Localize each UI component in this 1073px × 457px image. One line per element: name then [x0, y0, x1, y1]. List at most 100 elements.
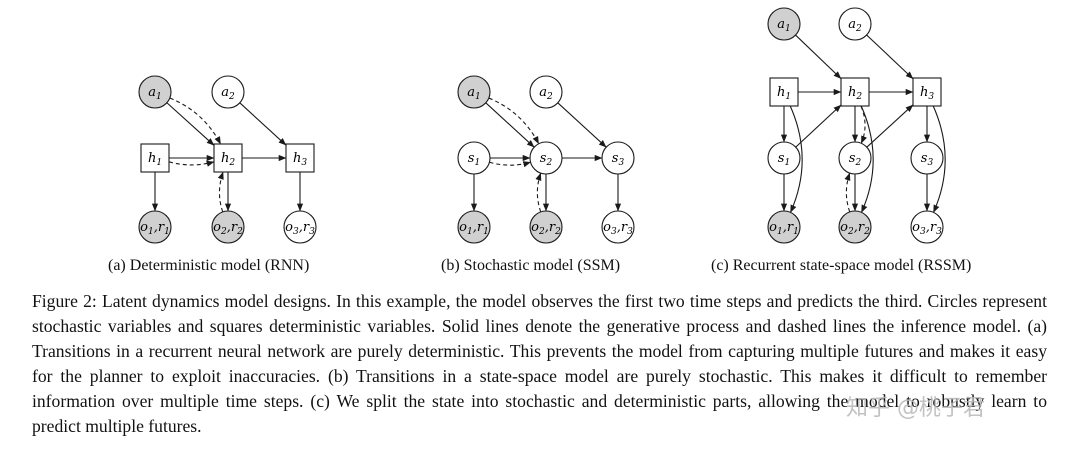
circle-node-shape — [138, 210, 172, 244]
node-label: a2 — [848, 17, 862, 34]
node-label: o3,r3 — [603, 220, 633, 237]
node-label: s2 — [849, 151, 862, 168]
square-node-shape — [140, 143, 170, 173]
node-a-a1: a1 — [138, 75, 172, 109]
edge-a1-h2 — [795, 34, 842, 79]
node-label: s3 — [921, 151, 934, 168]
node-c-s1: s1 — [767, 141, 801, 175]
edge-h2-o2 — [860, 105, 874, 213]
node-b-o1: o1,r1 — [457, 210, 491, 244]
node-b-s3: s3 — [601, 141, 635, 175]
node-a-h2: h2 — [213, 143, 243, 173]
node-label: o1,r1 — [459, 220, 489, 237]
node-c-h1: h1 — [769, 77, 799, 107]
circle-node-shape — [767, 210, 801, 244]
square-node-shape — [912, 77, 942, 107]
edge-s2-h3 — [866, 104, 914, 148]
node-b-o2: o2,r2 — [529, 210, 563, 244]
node-label: s1 — [778, 151, 790, 168]
node-a-o1: o1,r1 — [138, 210, 172, 244]
node-label: a2 — [221, 85, 235, 102]
circle-node-shape — [767, 141, 801, 175]
circle-node-shape — [529, 141, 563, 175]
square-node-shape — [285, 143, 315, 173]
node-label: o3,r3 — [912, 220, 942, 237]
edge-a1-s2-inference — [488, 97, 540, 145]
edge-a1-h2-inference — [169, 97, 222, 145]
edge-a2-h3 — [866, 34, 914, 80]
panel-b-caption: (b) Stochastic model (SSM) — [441, 257, 621, 274]
node-a-o3: o3,r3 — [283, 210, 317, 244]
node-label: a2 — [539, 85, 553, 102]
node-b-s1: s1 — [457, 141, 491, 175]
edge-s1-s2-inference — [489, 161, 531, 168]
node-label: h2 — [221, 151, 235, 168]
node-c-s3: s3 — [910, 141, 944, 175]
node-c-o2: o2,r2 — [838, 210, 872, 244]
panel-a-caption: (a) Deterministic model (RNN) — [108, 257, 310, 274]
figure-diagram: a1 a2 h1 h2 h3 o1,r1 o2,r2 o3,r3 a1 a2 s1 s2 s3 o1,r1… — [138, 7, 946, 244]
diagram-nodes: a1 a2 h1 h2 h3 o1,r1 o2,r2 o3,r3 a1 a2 s1 s2 s3 o1,r1… — [138, 7, 944, 244]
circle-node-shape — [138, 75, 172, 109]
diagram-edges — [151, 34, 946, 213]
circle-node-shape — [529, 75, 563, 109]
node-a-h1: h1 — [140, 143, 170, 173]
node-b-o3: o3,r3 — [601, 210, 635, 244]
node-c-s2: s2 — [838, 141, 872, 175]
circle-node-shape — [457, 141, 491, 175]
node-label: o1,r1 — [140, 220, 170, 237]
figure-caption: Figure 2: Latent dynamics model designs.… — [32, 291, 1047, 436]
node-label: o2,r2 — [213, 220, 243, 237]
node-label: h3 — [293, 151, 307, 168]
circle-node-shape — [910, 210, 944, 244]
circle-node-shape — [211, 210, 245, 244]
node-a-o2: o2,r2 — [211, 210, 245, 244]
node-label: h2 — [848, 85, 862, 102]
panel-c-caption: (c) Recurrent state-space model (RSSM) — [711, 257, 972, 274]
node-c-a1: a1 — [767, 7, 801, 41]
node-c-h3: h3 — [912, 77, 942, 107]
edge-a2-h3 — [239, 102, 287, 146]
circle-node-shape — [283, 210, 317, 244]
edge-h3-o3 — [932, 105, 946, 213]
edge-o2-s2-inference — [535, 172, 542, 213]
circle-node-shape — [767, 7, 801, 41]
node-label: a1 — [777, 17, 791, 34]
circle-node-shape — [211, 75, 245, 109]
circle-node-shape — [910, 141, 944, 175]
node-c-a2: a2 — [838, 7, 872, 41]
node-label: h3 — [920, 85, 934, 102]
circle-node-shape — [601, 141, 635, 175]
edge-h2-s2-inference — [860, 105, 867, 144]
edge-h1-o1 — [789, 105, 803, 213]
circle-node-shape — [529, 210, 563, 244]
node-c-o1: o1,r1 — [767, 210, 801, 244]
node-b-a2: a2 — [529, 75, 563, 109]
edge-o2-h2-inference — [217, 171, 224, 213]
node-label: o3,r3 — [285, 220, 315, 237]
edge-s1-h2 — [795, 104, 842, 148]
node-label: a1 — [148, 85, 162, 102]
watermark: 知乎 @桃子君 — [846, 396, 985, 421]
circle-node-shape — [457, 75, 491, 109]
node-label: o2,r2 — [531, 220, 561, 237]
edge-o2-s2-inference — [844, 172, 851, 213]
node-b-s2: s2 — [529, 141, 563, 175]
circle-node-shape — [601, 210, 635, 244]
node-b-a1: a1 — [457, 75, 491, 109]
node-label: o2,r2 — [840, 220, 870, 237]
node-c-o3: o3,r3 — [910, 210, 944, 244]
edge-a2-s3 — [557, 102, 607, 148]
edge-a1-s2 — [485, 102, 535, 148]
node-label: h1 — [777, 85, 791, 102]
square-node-shape — [213, 143, 243, 173]
node-label: h1 — [148, 151, 162, 168]
circle-node-shape — [838, 210, 872, 244]
node-label: s2 — [540, 151, 553, 168]
node-label: o1,r1 — [769, 220, 799, 237]
node-a-a2: a2 — [211, 75, 245, 109]
node-a-h3: h3 — [285, 143, 315, 173]
edge-h1-h2-inference — [168, 160, 215, 167]
square-node-shape — [840, 77, 870, 107]
node-label: s3 — [612, 151, 625, 168]
